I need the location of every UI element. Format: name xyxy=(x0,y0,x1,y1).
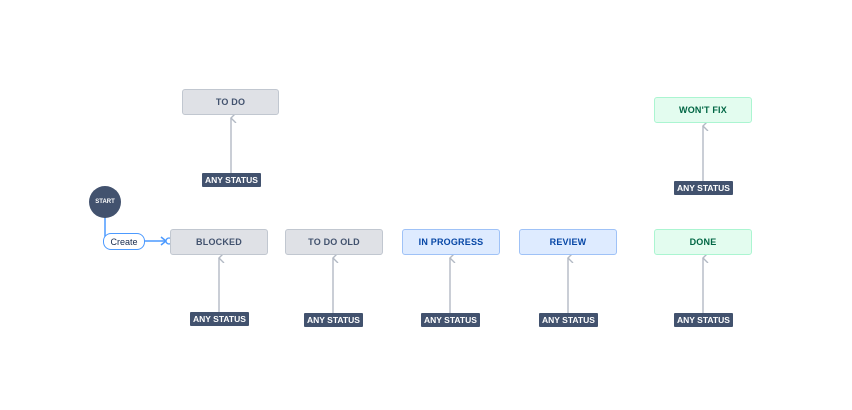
any-status-review[interactable]: ANY STATUS xyxy=(539,313,598,327)
any-status-wont-fix[interactable]: ANY STATUS xyxy=(674,181,733,195)
status-todo[interactable]: TO DO xyxy=(182,89,279,115)
any-status-todo[interactable]: ANY STATUS xyxy=(202,173,261,187)
any-status-in-progress[interactable]: ANY STATUS xyxy=(421,313,480,327)
status-in-progress[interactable]: IN PROGRESS xyxy=(402,229,500,255)
status-review[interactable]: REVIEW xyxy=(519,229,617,255)
any-status-done[interactable]: ANY STATUS xyxy=(674,313,733,327)
status-wont-fix[interactable]: WON'T FIX xyxy=(654,97,752,123)
start-node[interactable]: START xyxy=(89,186,121,218)
create-transition-label[interactable]: Create xyxy=(103,233,145,250)
status-todo-old[interactable]: TO DO OLD xyxy=(285,229,383,255)
any-status-todo-old[interactable]: ANY STATUS xyxy=(304,313,363,327)
status-blocked[interactable]: BLOCKED xyxy=(170,229,268,255)
status-done[interactable]: DONE xyxy=(654,229,752,255)
any-status-blocked[interactable]: ANY STATUS xyxy=(190,312,249,326)
